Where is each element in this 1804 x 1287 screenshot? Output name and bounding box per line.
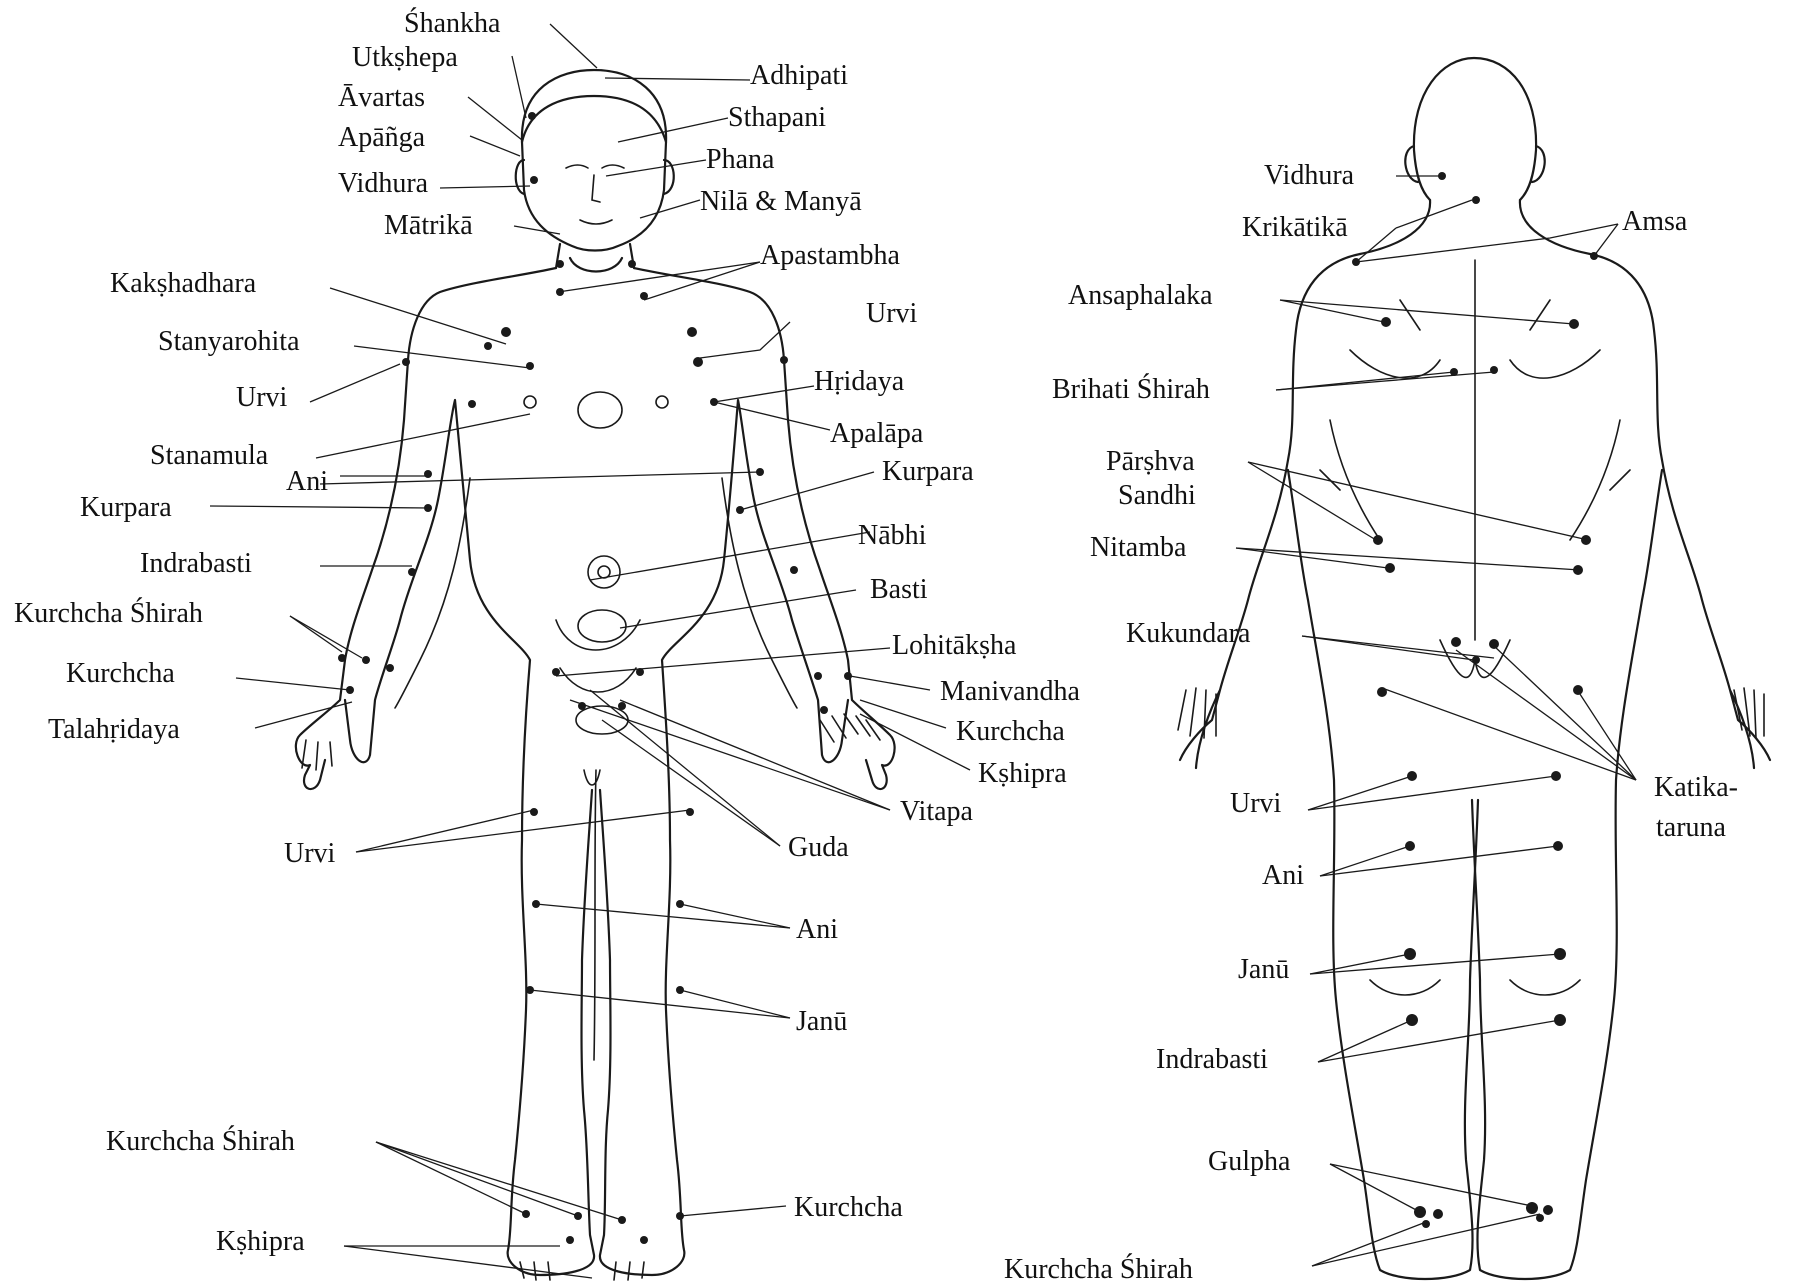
label-apalapa: Apalāpa (830, 418, 924, 449)
label-kurchcha-hand-left: Kurchcha (66, 658, 175, 689)
back-labels: Vidhura Krikātikā Amsa Ansaphalaka Briha… (1004, 160, 1738, 1285)
label-ansaphalaka: Ansaphalaka (1068, 280, 1213, 311)
label-janu-back: Janū (1238, 954, 1289, 985)
label-vidhura-front: Vidhura (338, 168, 429, 199)
label-shankha: Śhankha (404, 8, 501, 39)
label-kakshadhara: Kakṣhadhara (110, 268, 257, 299)
back-hand-fingers-right (1734, 688, 1764, 738)
label-gulpha: Gulpha (1208, 1146, 1291, 1177)
back-body-outline-left (1180, 254, 1478, 1279)
label-talahridaya: Talahṛidaya (48, 714, 180, 745)
back-knees (1370, 980, 1580, 995)
label-katika-taruna-line1: Katika- (1654, 772, 1738, 803)
label-manivandha: Manivandha (940, 676, 1081, 707)
front-inner-legs (584, 770, 600, 1060)
label-matrika: Mātrikā (384, 210, 473, 241)
label-stanyarohita: Stanyarohita (158, 326, 300, 357)
label-urvi-arm-left: Urvi (236, 382, 288, 413)
label-ani-arm: Ani (286, 466, 328, 497)
label-kshipra-foot: Kṣhipra (216, 1226, 305, 1257)
label-kukundara: Kukundara (1126, 618, 1251, 649)
label-phana: Phana (706, 144, 775, 175)
front-nipple-right (656, 396, 668, 408)
label-kurchcha-foot: Kurchcha (794, 1192, 903, 1223)
label-parshva-sandhi-line1: Pārṣhva (1106, 446, 1195, 477)
back-spine-and-buttocks (1440, 260, 1510, 677)
front-labels: Śhankha Utkṣhepa Āvartas Apāñga Vidhura … (14, 8, 1081, 1257)
front-neck (556, 244, 634, 272)
label-apastambha: Apastambha (760, 240, 901, 271)
label-kurpara-left: Kurpara (80, 492, 172, 523)
front-nabhi-ring (588, 556, 620, 588)
label-basti: Basti (870, 574, 928, 605)
label-utkshepa: Utkṣhepa (352, 42, 458, 73)
label-kurchcha-shirah-back: Kurchcha Śhirah (1004, 1254, 1193, 1285)
label-lohitaksha: Lohitākṣha (892, 630, 1017, 661)
label-indrabasti-front: Indrabasti (140, 548, 252, 579)
front-hridaya-ring (578, 392, 622, 428)
label-urvi-arm-right: Urvi (866, 298, 918, 329)
label-katika-taruna-line2: taruna (1656, 812, 1727, 843)
label-brihati-shirah: Brihati Śhirah (1052, 374, 1210, 405)
label-nitamba: Nitamba (1090, 532, 1187, 563)
front-body-outline-left (296, 268, 594, 1275)
label-kshipra-hand: Kṣhipra (978, 758, 1067, 789)
label-kurchcha-hand-right: Kurchcha (956, 716, 1065, 747)
label-adhipati: Adhipati (750, 60, 848, 91)
label-indrabasti-back: Indrabasti (1156, 1044, 1268, 1075)
front-marma-dots (338, 112, 852, 1244)
label-kurchcha-shirah-hand: Kurchcha Śhirah (14, 598, 203, 629)
label-kurpara-right: Kurpara (882, 456, 974, 487)
front-basti-ring (578, 610, 626, 642)
label-vidhura-back: Vidhura (1264, 160, 1355, 191)
label-stanamula: Stanamula (150, 440, 269, 471)
front-inner-arm-left (395, 478, 470, 708)
label-apanga: Apāñga (338, 122, 426, 153)
label-nila-manya: Nilā & Manyā (700, 186, 862, 217)
back-head-outline (1414, 58, 1536, 200)
label-amsa: Amsa (1622, 206, 1688, 237)
label-kurchcha-shirah-foot: Kurchcha Śhirah (106, 1126, 295, 1157)
label-nabhi: Nābhi (858, 520, 927, 551)
front-inner-arm-right (722, 478, 797, 708)
label-ani-leg: Ani (796, 914, 838, 945)
label-guda: Guda (788, 832, 849, 863)
back-neck (1360, 200, 1590, 254)
label-sthapani: Sthapani (728, 102, 826, 133)
label-hridaya: Hṛidaya (814, 366, 905, 397)
front-face-features (566, 165, 624, 224)
front-nabhi-inner (598, 566, 610, 578)
front-hair (522, 96, 666, 142)
label-krikatika: Krikātikā (1242, 212, 1348, 243)
label-urvi-thigh: Urvi (284, 838, 336, 869)
label-urvi-back: Urvi (1230, 788, 1282, 819)
label-janu-front: Janū (796, 1006, 847, 1037)
label-vitapa: Vitapa (900, 796, 974, 827)
front-groin (556, 620, 640, 692)
front-nipple-left (524, 396, 536, 408)
label-parshva-sandhi-line2: Sandhi (1118, 480, 1196, 511)
label-avartas: Āvartas (338, 82, 425, 113)
label-ani-back: Ani (1262, 860, 1304, 891)
